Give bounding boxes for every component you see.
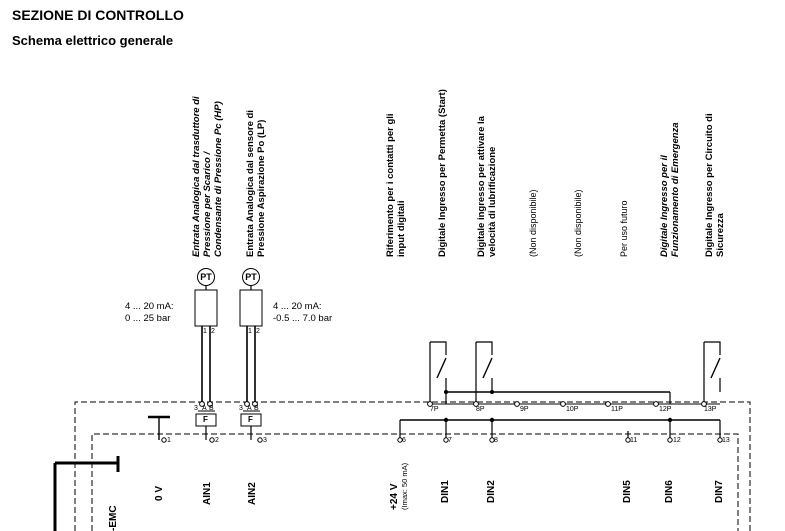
filter-label: F bbox=[203, 415, 208, 424]
switch-din1 bbox=[436, 357, 447, 379]
terminal-label: B bbox=[209, 405, 214, 412]
label-emc: -EMC bbox=[108, 505, 119, 531]
sensor-2-box bbox=[239, 289, 263, 327]
terminal-6: 6 bbox=[402, 437, 406, 444]
inner-enclosure bbox=[91, 433, 739, 531]
terminal-label: 3 bbox=[194, 405, 198, 412]
section-subtitle: Schema elettrico generale bbox=[12, 33, 174, 48]
label-din6-terminal: DIN6 bbox=[664, 480, 675, 503]
label-0v: 0 V bbox=[154, 485, 165, 501]
connector-9p: 9P bbox=[520, 406, 529, 413]
terminal-2: 2 bbox=[215, 437, 219, 444]
terminal-label: A bbox=[202, 405, 207, 412]
terminal-11: 11 bbox=[630, 437, 638, 444]
label-din1-terminal: DIN1 bbox=[440, 480, 451, 503]
terminal-1: 1 bbox=[167, 437, 171, 444]
connector-12p: 12P bbox=[659, 406, 672, 413]
filter-label: F bbox=[248, 415, 253, 424]
connector-7p: 7P bbox=[430, 406, 439, 413]
outer-enclosure bbox=[74, 401, 751, 531]
terminal-label: A bbox=[247, 405, 252, 412]
connector-11p: 11P bbox=[611, 406, 623, 413]
switch-din7 bbox=[710, 357, 721, 379]
switch-din2 bbox=[482, 357, 493, 379]
label-din2-terminal: DIN2 bbox=[486, 480, 497, 503]
label-din5-terminal: DIN5 bbox=[622, 480, 633, 503]
terminal-12: 12 bbox=[673, 437, 681, 444]
connector-13p: 13P bbox=[704, 406, 717, 413]
connector-10p: 10P bbox=[566, 406, 579, 413]
label-24v: +24 V bbox=[389, 483, 400, 510]
label-ain2-terminal: AIN2 bbox=[247, 482, 258, 505]
wire-number: 1 bbox=[203, 328, 207, 335]
label-din7-terminal: DIN7 bbox=[714, 480, 725, 503]
terminal-7: 7 bbox=[448, 437, 452, 444]
label-24v-imax: (Imax: 50 mA) bbox=[400, 462, 409, 510]
terminal-13: 13 bbox=[722, 437, 730, 444]
label-ain1-terminal: AIN1 bbox=[202, 482, 213, 505]
pressure-transducer-2: PT bbox=[242, 268, 260, 286]
terminal-label: B bbox=[254, 405, 259, 412]
sensor-1-box bbox=[194, 289, 218, 327]
sensor-2-range: 4 ... 20 mA: -0.5 ... 7.0 bar bbox=[273, 301, 333, 324]
connector-8p: 8P bbox=[476, 406, 485, 413]
terminal-8: 8 bbox=[494, 437, 498, 444]
wire-number: 1 bbox=[248, 328, 252, 335]
terminal-label: 3 bbox=[239, 405, 243, 412]
wire-number: 2 bbox=[256, 328, 260, 335]
terminal-3: 3 bbox=[263, 437, 267, 444]
section-title: SEZIONE DI CONTROLLO bbox=[12, 7, 184, 23]
sensor-1-range: 4 ... 20 mA: 0 ... 25 bar bbox=[125, 301, 174, 324]
pressure-transducer-1: PT bbox=[197, 268, 215, 286]
wire-number: 2 bbox=[211, 328, 215, 335]
